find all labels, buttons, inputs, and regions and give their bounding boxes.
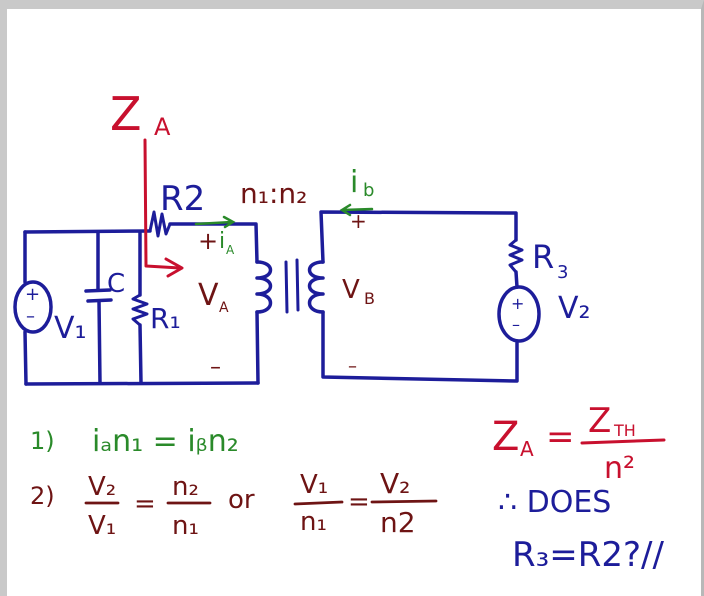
eq1-text: iₐn₁ = iᵦn₂	[92, 424, 239, 459]
ia-sub-label: A	[226, 243, 235, 257]
ib-arrow	[339, 203, 374, 217]
eq2-frac4-den: n2	[380, 506, 416, 539]
eq1-number: 1)	[30, 427, 55, 455]
za-arrow-path	[143, 138, 182, 270]
right-wire-lower	[255, 310, 260, 385]
r1-branch-lower	[138, 323, 143, 385]
capacitor-label: C	[107, 269, 125, 299]
eq2-frac2-den: n₁	[172, 511, 199, 541]
v2-minus: –	[512, 315, 520, 334]
core-line-2	[295, 258, 300, 312]
za-eq-num-sub: TH	[613, 421, 636, 440]
top-wire-left	[23, 229, 152, 234]
ib-label: i	[350, 165, 358, 200]
za-sub-label: A	[154, 113, 171, 141]
za-eq-num: Z	[588, 401, 611, 441]
v2-circle	[497, 285, 541, 343]
turns-ratio-label: n₁:n₂	[240, 177, 307, 210]
question-line-2: R₃=R2?//	[512, 535, 664, 575]
left-loop-wires	[23, 222, 260, 386]
eq2-frac2-num: n₂	[172, 472, 199, 502]
ia-arrow	[194, 215, 236, 229]
eq2-frac1-num: V₂	[88, 472, 116, 502]
cap-plate-top	[84, 288, 112, 293]
za-eq-den: n²	[604, 451, 635, 486]
za-arrow	[143, 138, 184, 278]
right-loop-wires	[319, 210, 519, 383]
frac3-bar	[293, 500, 344, 506]
top-wire-secondary	[319, 210, 518, 264]
eq2-equals-2: =	[348, 487, 370, 517]
vb-sub-label: B	[364, 289, 375, 308]
resistor-r1	[131, 293, 149, 327]
voltage-source-v1	[13, 280, 53, 334]
eq2-or: or	[228, 485, 255, 515]
v1-circle	[13, 280, 53, 334]
r3-sub-label: 3	[557, 262, 568, 283]
za-eq-equals: =	[546, 417, 575, 457]
core-line-1	[284, 260, 289, 314]
r3-label: R	[532, 238, 554, 276]
eq2-frac3-num: V₁	[300, 470, 328, 500]
va-sub-label: A	[219, 300, 229, 316]
transformer-core	[284, 258, 300, 314]
resistor-r2	[148, 210, 172, 238]
cap-wire-bottom	[97, 299, 102, 385]
eq2-frac3-den: n₁	[300, 507, 327, 537]
primary-coil	[255, 260, 273, 314]
primary-plus: +	[198, 227, 218, 255]
za-arrow-head	[164, 257, 184, 278]
resistor-r3	[508, 238, 524, 274]
za-frac-bar	[580, 438, 666, 445]
za-eq-lhs: Z	[492, 414, 519, 460]
question-line-1: ∴ DOES	[498, 485, 611, 520]
bottom-wire-secondary	[321, 310, 519, 383]
secondary-minus: –	[348, 356, 357, 377]
eq2-frac1-den: V₁	[88, 511, 116, 541]
left-wire-lower	[23, 330, 28, 386]
capacitor	[84, 230, 113, 385]
frac4-bar	[370, 499, 438, 504]
va-label: V	[198, 278, 219, 313]
v1-label: V₁	[54, 311, 87, 346]
primary-minus: –	[210, 355, 221, 380]
za-label: Z	[110, 87, 142, 141]
eq2-equals-1: =	[134, 489, 156, 519]
eq2-frac4-num: V₂	[380, 467, 410, 500]
v2-label: V₂	[558, 291, 591, 326]
za-eq-lhs-sub: A	[520, 437, 534, 461]
vb-label: V	[342, 275, 360, 305]
v1-plus: +	[25, 284, 40, 305]
r1-label: R₁	[150, 302, 181, 335]
v2-plus: +	[511, 294, 524, 313]
r3-to-v2-wire	[514, 270, 519, 289]
secondary-plus: +	[350, 209, 367, 233]
r2-label: R2	[160, 179, 205, 219]
eq2-number: 2)	[30, 482, 55, 510]
ia-label: i	[219, 229, 225, 254]
v1-minus: –	[26, 306, 35, 327]
secondary-coil	[307, 260, 325, 314]
ib-sub-label: b	[363, 180, 374, 201]
